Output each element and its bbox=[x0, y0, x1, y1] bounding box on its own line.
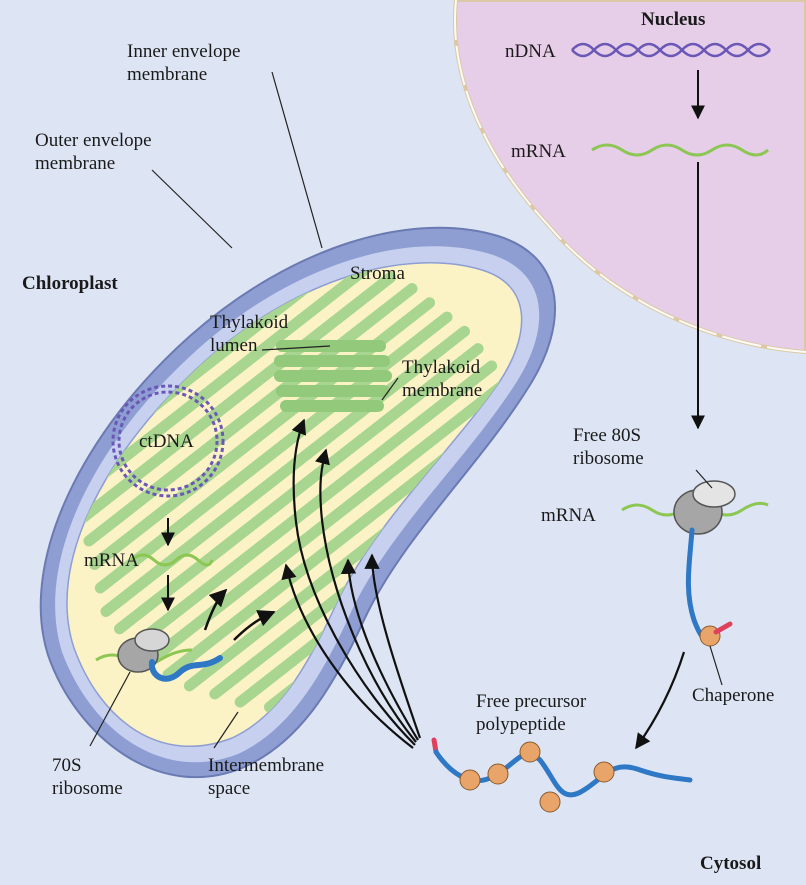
mrna-chloroplast-strand bbox=[130, 553, 214, 567]
label-mrna-cytosol: mRNA bbox=[541, 505, 596, 526]
protein-arrow-2 bbox=[233, 610, 276, 641]
import-arrows bbox=[281, 418, 422, 749]
label-ndna: nDNA bbox=[505, 41, 556, 62]
label-stroma: Stroma bbox=[350, 263, 405, 284]
ndna-helix bbox=[571, 42, 771, 58]
label-free-80s-ribosome: Free 80S ribosome bbox=[573, 425, 644, 469]
thylakoid-granum bbox=[274, 340, 392, 412]
free-80s-ribosome-complex bbox=[621, 480, 769, 647]
ctdna-ring bbox=[111, 384, 225, 498]
label-thylakoid-lumen: Thylakoid lumen bbox=[210, 312, 289, 356]
release-arrow bbox=[635, 651, 686, 750]
label-intermembrane-space: Intermembrane space bbox=[208, 755, 325, 799]
label-thylakoid-membrane: Thylakoid membrane bbox=[402, 357, 483, 401]
label-free-precursor-polypeptide: Free precursor polypeptide bbox=[476, 691, 587, 735]
protein-arrow-1 bbox=[203, 588, 228, 631]
label-cytosol: Cytosol bbox=[700, 853, 762, 874]
label-chloroplast: Chloroplast bbox=[22, 273, 118, 294]
nucleus bbox=[453, 0, 806, 355]
label-70s-ribosome: 70S ribosome bbox=[52, 755, 123, 799]
label-ctdna: ctDNA bbox=[139, 431, 194, 452]
leader-lines bbox=[89, 71, 723, 749]
ribosome-70s-complex bbox=[95, 628, 223, 682]
mrna-nuclear-strand bbox=[591, 143, 770, 157]
label-nucleus: Nucleus bbox=[641, 9, 706, 30]
precursor-polypeptide bbox=[431, 737, 693, 813]
label-mrna-chloroplast: mRNA bbox=[84, 550, 139, 571]
label-outer-envelope-membrane: Outer envelope membrane bbox=[35, 130, 152, 174]
label-chaperone: Chaperone bbox=[692, 685, 775, 706]
label-inner-envelope-membrane: Inner envelope membrane bbox=[127, 41, 241, 85]
label-mrna-nuclear: mRNA bbox=[511, 141, 566, 162]
